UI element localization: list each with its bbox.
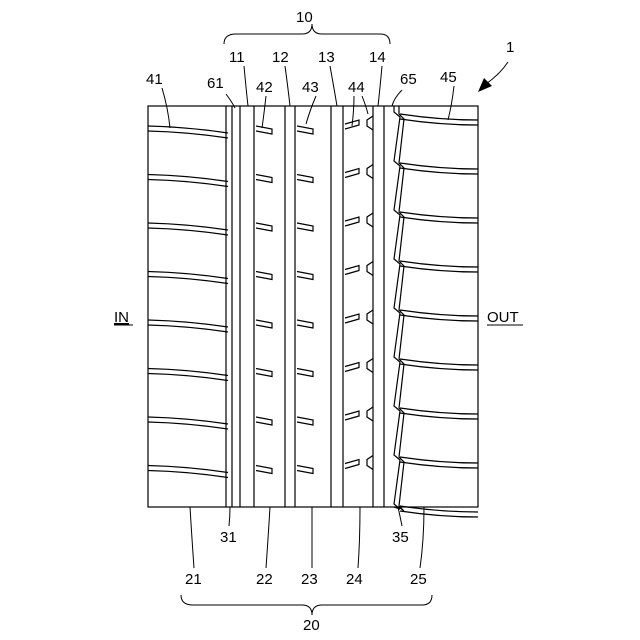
label-61: 61 <box>207 75 224 92</box>
label-44: 44 <box>348 79 365 96</box>
lug-43 <box>297 223 313 231</box>
lug-42 <box>256 466 272 474</box>
label-23: 23 <box>301 571 318 588</box>
lug-44 <box>345 266 359 275</box>
brace-bottom-20 <box>181 595 432 615</box>
lug-41 <box>148 374 228 381</box>
lug-43 <box>297 175 313 183</box>
lug-41 <box>148 228 228 235</box>
main-groove-12 <box>285 106 295 507</box>
main-groove-13 <box>331 106 343 507</box>
label-41: 41 <box>146 71 163 88</box>
lug-45 <box>400 212 478 218</box>
label-13: 13 <box>318 49 335 66</box>
lug-42 <box>256 417 272 425</box>
label-22: 22 <box>256 571 273 588</box>
lug-43 <box>297 126 313 134</box>
lug-45 <box>400 114 478 120</box>
lug-grooves-42 <box>256 126 272 474</box>
label-group-bottom: 20 <box>303 617 320 634</box>
label-65: 65 <box>400 71 417 88</box>
lug-42 <box>256 369 272 377</box>
lug-45 <box>400 457 478 463</box>
lug-grooves-41 <box>148 126 228 478</box>
label-fig-ref: 1 <box>506 39 514 56</box>
lug-41 <box>148 471 228 478</box>
main-groove-11 <box>240 106 254 507</box>
lug-43 <box>297 466 313 474</box>
label-side-in: IN <box>114 309 129 326</box>
lug-44 <box>345 411 359 420</box>
lug-45 <box>400 359 478 365</box>
lug-41 <box>148 180 228 187</box>
lug-43 <box>297 272 313 280</box>
lug-43 <box>297 417 313 425</box>
label-12: 12 <box>272 49 289 66</box>
lug-42 <box>256 320 272 328</box>
lug-45 <box>400 261 478 267</box>
lug-43 <box>297 320 313 328</box>
label-43: 43 <box>302 79 319 96</box>
label-11: 11 <box>229 49 245 66</box>
label-42: 42 <box>256 79 273 96</box>
lug-42 <box>256 272 272 280</box>
label-31: 31 <box>220 529 237 546</box>
lug-42 <box>256 126 272 134</box>
main-groove-14 <box>373 106 384 507</box>
lug-45 <box>400 310 478 316</box>
ref-arrow-1 <box>478 62 508 92</box>
label-45: 45 <box>440 69 457 86</box>
notch-24 <box>367 262 373 276</box>
notch-24 <box>367 359 373 373</box>
notch-24 <box>367 165 373 179</box>
notch-24 <box>367 213 373 227</box>
label-14: 14 <box>369 49 386 66</box>
lug-43 <box>297 369 313 377</box>
lug-45 <box>400 163 478 169</box>
label-35: 35 <box>392 529 409 546</box>
lug-44 <box>345 314 359 323</box>
lug-44 <box>345 363 359 372</box>
label-21: 21 <box>185 571 202 588</box>
lug-44 <box>345 217 359 226</box>
lug-grooves-44 <box>345 116 373 470</box>
lug-grooves-45 <box>400 114 478 517</box>
lug-41 <box>148 422 228 429</box>
brace-top-10 <box>224 24 390 44</box>
lug-41 <box>148 277 228 284</box>
notch-24 <box>367 407 373 421</box>
lug-42 <box>256 223 272 231</box>
notch-24 <box>367 116 373 130</box>
label-24: 24 <box>346 571 363 588</box>
label-side-out: OUT <box>487 309 519 326</box>
lug-42 <box>256 175 272 183</box>
lug-45 <box>400 408 478 414</box>
notch-24 <box>367 456 373 470</box>
narrow-groove-65 <box>394 106 404 511</box>
lug-44 <box>345 460 359 469</box>
notch-24 <box>367 310 373 324</box>
label-25: 25 <box>410 571 427 588</box>
lug-44 <box>345 169 359 178</box>
label-group-top: 10 <box>296 9 313 26</box>
lug-grooves-43 <box>297 126 313 474</box>
lug-41 <box>148 131 228 138</box>
lug-41 <box>148 325 228 332</box>
narrow-groove-61 <box>226 106 232 507</box>
